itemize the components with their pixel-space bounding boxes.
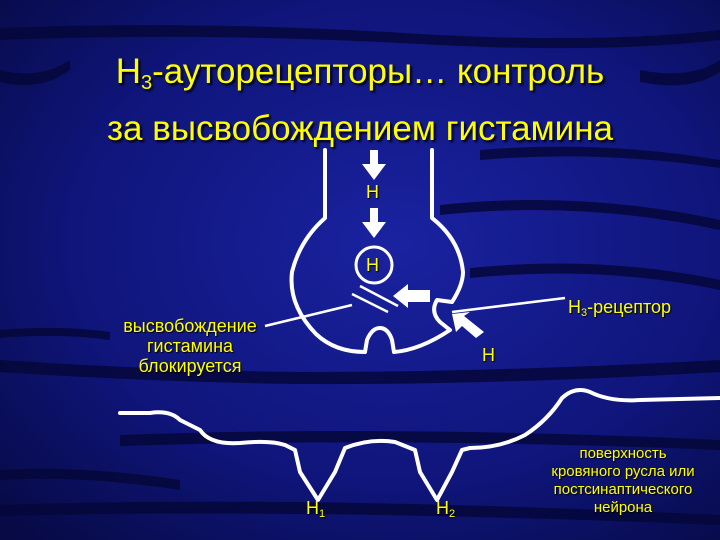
receptor-rest: -рецептор xyxy=(587,297,672,317)
histamine-vesicle-label: H xyxy=(366,255,379,275)
surface-line-1: поверхность xyxy=(579,445,667,462)
receptor-h: H xyxy=(568,297,581,317)
blocked-pointer xyxy=(264,303,353,328)
terminal-outline xyxy=(289,148,465,354)
histamine-outside-label: H xyxy=(482,345,495,365)
h2-subscript: 2 xyxy=(449,508,456,520)
title-line-2: за высвобождением гистамина xyxy=(106,109,614,148)
surface-label: поверхность кровяного русла или постсина… xyxy=(528,445,718,517)
h1-h: H xyxy=(306,498,319,518)
title-subscript: 3 xyxy=(141,72,153,94)
vesicle xyxy=(354,245,394,285)
title-line-1: H3-ауторецепторы… контроль xyxy=(0,52,720,103)
h1-subscript: 1 xyxy=(319,508,326,520)
blocked-line-1: высвобождение xyxy=(123,316,257,336)
blocked-line-3: блокируется xyxy=(138,356,242,376)
h1-receptor-label: H1 xyxy=(306,498,325,520)
surface-line-2: кровяного русла или xyxy=(551,463,695,480)
h2-h: H xyxy=(436,498,449,518)
surface-line-4: нейрона xyxy=(593,499,653,516)
surface-membrane xyxy=(118,388,720,502)
histamine-top-label: H xyxy=(366,182,379,202)
blocked-label: высвобождение гистамина блокируется xyxy=(105,316,275,376)
receptor-pointer xyxy=(451,296,566,314)
surface-line-3: постсинаптического xyxy=(553,481,693,498)
h2-receptor-label: H2 xyxy=(436,498,455,520)
receptor-subscript: 3 xyxy=(581,307,588,319)
blocked-line-2: гистамина xyxy=(146,336,234,356)
title-rest: -ауторецепторы… контроль xyxy=(152,52,605,91)
title-h: H xyxy=(115,52,141,91)
receptor-label: H3-рецептор xyxy=(568,297,671,319)
